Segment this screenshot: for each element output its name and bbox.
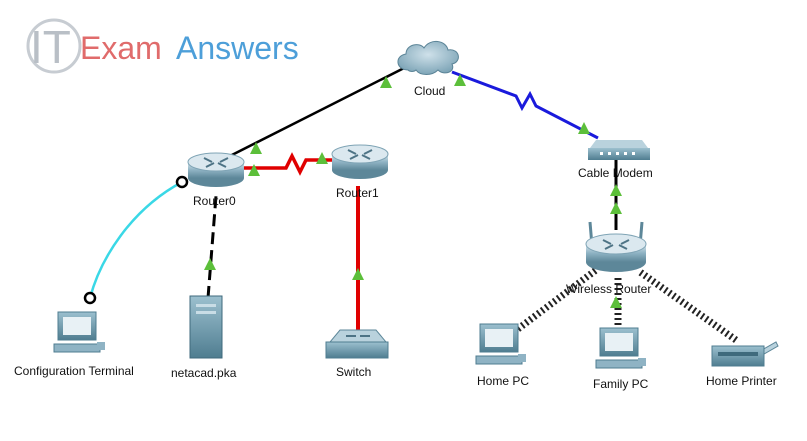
status-triangle [610, 202, 622, 214]
server-label: netacad.pka [171, 366, 237, 380]
home-printer-device[interactable]: Home Printer [706, 341, 779, 388]
status-triangle [610, 296, 622, 308]
mouse-icon [97, 342, 105, 350]
home-pc-label: Home PC [477, 374, 529, 388]
console-endpoint-router [175, 175, 189, 189]
switch-device[interactable]: Switch [325, 329, 389, 379]
home-pc-device[interactable]: Home PC [475, 323, 529, 388]
cloud-icon [397, 41, 459, 75]
monitor-screen [63, 317, 91, 335]
monitor-screen [485, 329, 513, 347]
status-triangle [610, 184, 622, 196]
console-endpoint-terminal [83, 291, 97, 305]
status-triangle [250, 142, 262, 154]
router0-label: Router0 [193, 194, 236, 208]
status-triangle [352, 268, 364, 280]
modem-top [590, 140, 648, 148]
link-homepc-wireless[interactable] [503, 267, 599, 341]
router0-device[interactable]: Router0 [187, 152, 245, 208]
router-icon [187, 152, 245, 172]
family-pc-device[interactable]: Family PC [593, 327, 649, 391]
link-console[interactable] [88, 180, 183, 299]
monitor-screen [605, 333, 633, 351]
links-layer [83, 62, 739, 343]
router-icon [331, 144, 389, 164]
config-terminal-device[interactable]: Configuration Terminal [14, 311, 134, 378]
cable-modem-device[interactable]: Cable Modem [578, 140, 653, 180]
cloud-device[interactable]: Cloud [397, 41, 459, 98]
server-bay [196, 311, 216, 314]
router-arrows-icon [203, 157, 229, 168]
server-bay [196, 304, 216, 307]
mouse-icon [518, 354, 526, 362]
cable-modem-label: Cable Modem [578, 166, 653, 180]
keyboard-icon [53, 343, 101, 353]
family-pc-label: Family PC [593, 377, 649, 391]
modem-leds [600, 152, 635, 155]
switch-label: Switch [336, 365, 371, 379]
link-router0-cloud[interactable] [221, 62, 413, 162]
switch-top [328, 329, 388, 343]
logo-ring [26, 18, 82, 74]
config-terminal-label: Configuration Terminal [14, 364, 134, 378]
keyboard-icon [475, 355, 523, 365]
logo-answers-text: Answers [176, 30, 299, 66]
link-cloud-cablemodem[interactable] [451, 70, 599, 140]
switch-icon [325, 341, 389, 359]
link-status-layer [204, 74, 622, 308]
cloud-label: Cloud [414, 84, 445, 98]
home-printer-label: Home Printer [706, 374, 777, 388]
router1-device[interactable]: Router1 [331, 144, 389, 200]
link-router0-router1[interactable] [238, 152, 340, 176]
keyboard-icon [595, 359, 643, 369]
link-printer-wireless[interactable] [637, 269, 739, 343]
status-triangle [454, 74, 466, 86]
printer-slot [718, 352, 758, 356]
wireless-router-icon [585, 233, 647, 255]
logo-it-text: IT [30, 21, 71, 73]
status-triangle [380, 76, 392, 88]
examanswers-logo: IT Exam Answers [26, 18, 299, 74]
server-device[interactable]: netacad.pka [171, 295, 237, 380]
status-triangle [316, 152, 328, 164]
router-arrows-icon [347, 149, 373, 160]
router1-label: Router1 [336, 186, 379, 200]
router-arrows-icon [602, 239, 630, 250]
wireless-router-device[interactable]: Wireless Router [566, 221, 651, 296]
status-triangle [204, 258, 216, 270]
link-server-router0[interactable] [206, 195, 218, 299]
status-triangle [578, 122, 590, 134]
mouse-icon [638, 358, 646, 366]
status-triangle [248, 164, 260, 176]
wireless-router-label: Wireless Router [566, 282, 651, 296]
logo-exam-text: Exam [80, 30, 162, 66]
